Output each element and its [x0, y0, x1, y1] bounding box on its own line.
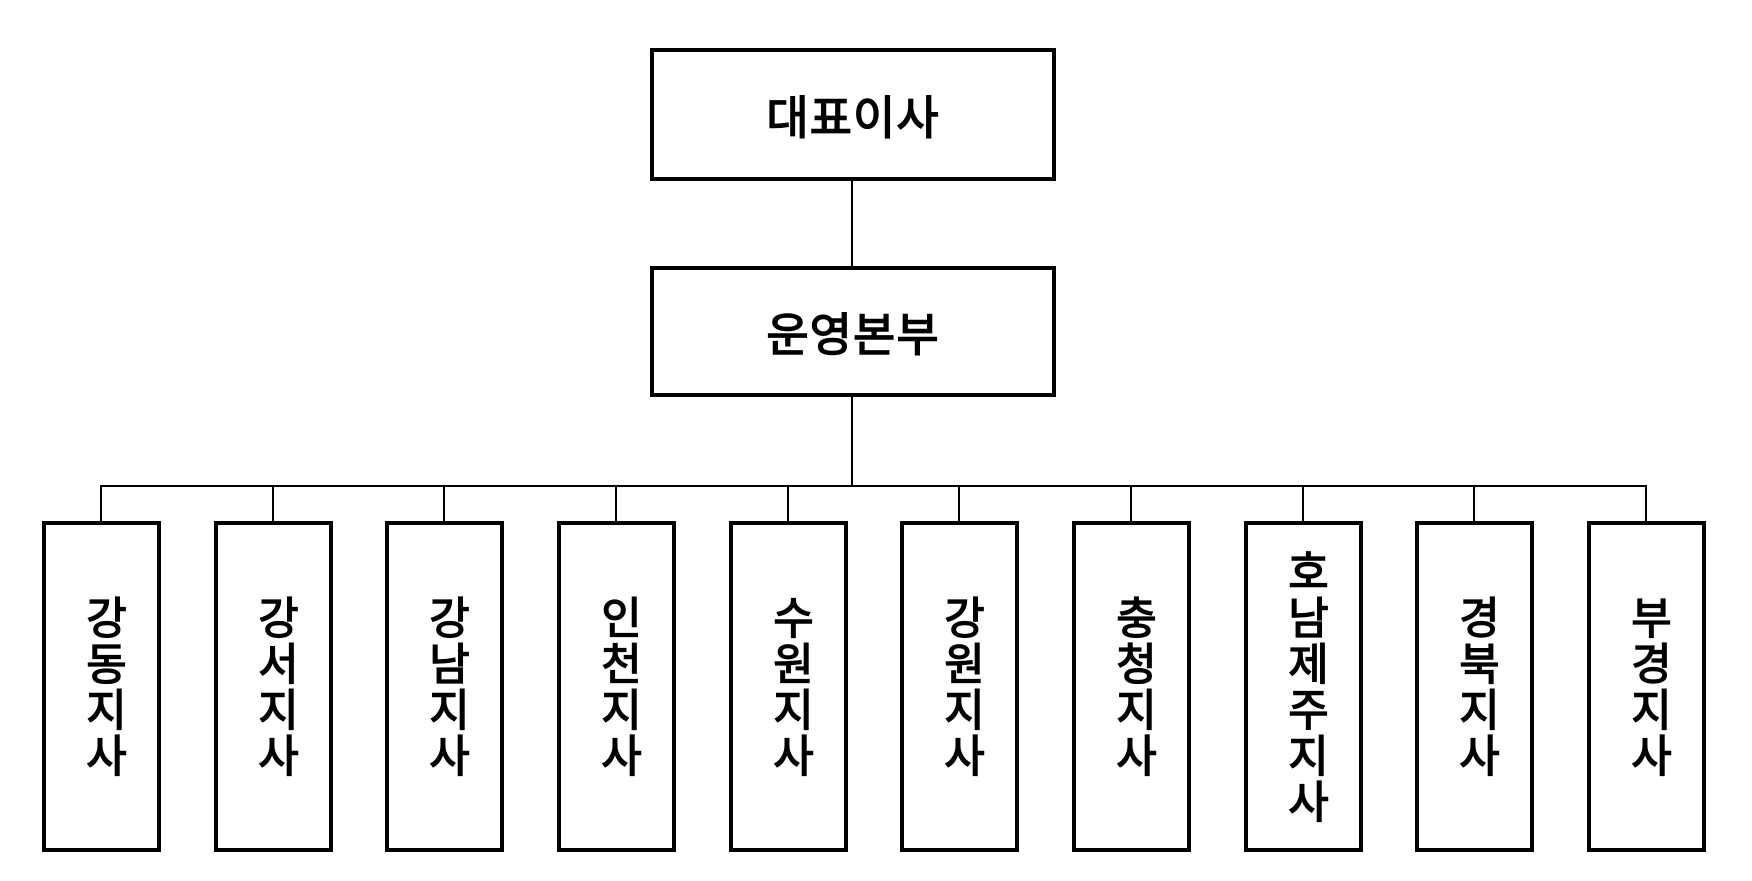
branch-label-suwon: 수원지사	[764, 594, 814, 779]
branch-box-gangnam: 강남지사	[385, 521, 504, 852]
branch-box-bugyeong: 부경지사	[1587, 521, 1706, 852]
branch-box-gangseo: 강서지사	[214, 521, 333, 852]
connector-stub-chungcheong	[1130, 485, 1132, 521]
branch-box-incheon: 인천지사	[557, 521, 676, 852]
connector-stub-suwon	[787, 485, 789, 521]
branch-label-gangwon: 강원지사	[935, 594, 985, 779]
connector-ceo-to-hq	[851, 181, 853, 266]
connector-stub-honam-jeju	[1302, 485, 1304, 521]
branch-box-gangdong: 강동지사	[42, 521, 161, 852]
ceo-label: 대표이사	[766, 91, 940, 144]
operations-hq-box: 운영본부	[650, 266, 1056, 397]
ceo-box: 대표이사	[650, 48, 1056, 181]
branch-label-chungcheong: 충청지사	[1107, 594, 1157, 779]
connector-hq-to-bus	[851, 397, 853, 487]
connector-stub-gangdong	[100, 485, 102, 521]
connector-horizontal-bus	[100, 485, 1647, 487]
branch-label-gangnam: 강남지사	[420, 594, 470, 779]
branch-label-gangseo: 강서지사	[249, 594, 299, 779]
branch-label-gyeongbuk: 경북지사	[1450, 594, 1500, 779]
connector-stub-gyeongbuk	[1473, 485, 1475, 521]
connector-stub-gangwon	[958, 485, 960, 521]
branch-box-gyeongbuk: 경북지사	[1415, 521, 1534, 852]
connector-stub-incheon	[615, 485, 617, 521]
operations-hq-label: 운영본부	[766, 308, 940, 361]
branch-box-suwon: 수원지사	[729, 521, 848, 852]
branch-label-gangdong: 강동지사	[77, 594, 127, 779]
connector-stub-gangnam	[443, 485, 445, 521]
connector-stub-gangseo	[272, 485, 274, 521]
branch-label-incheon: 인천지사	[592, 594, 642, 779]
branch-box-honam-jeju: 호남제주지사	[1244, 521, 1363, 852]
branch-box-chungcheong: 충청지사	[1072, 521, 1191, 852]
connector-stub-bugyeong	[1645, 485, 1647, 521]
branch-label-bugyeong: 부경지사	[1622, 594, 1672, 779]
branch-box-gangwon: 강원지사	[900, 521, 1019, 852]
branch-label-honam-jeju: 호남제주지사	[1279, 548, 1329, 825]
